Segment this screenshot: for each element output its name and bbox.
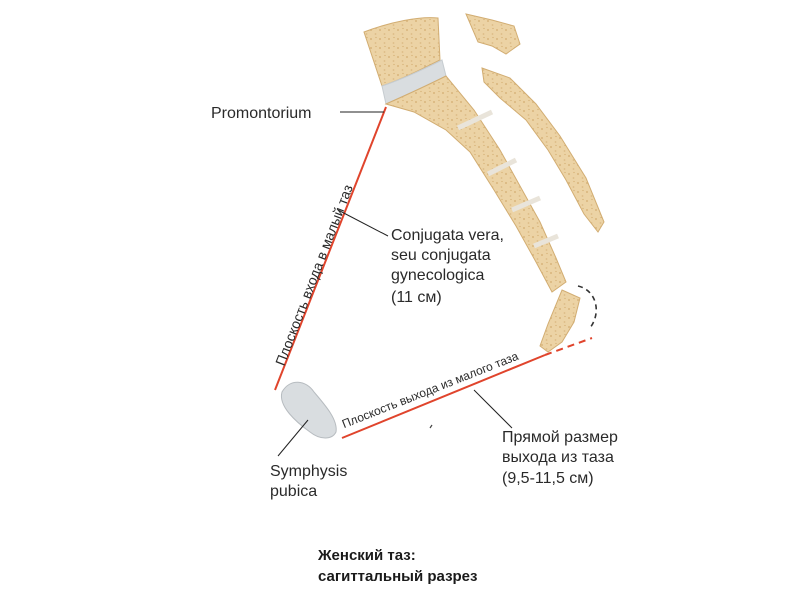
figure-caption: Женский таз: сагиттальный разрез bbox=[318, 545, 478, 587]
symphysis-label-line-1: Symphysis bbox=[270, 463, 348, 480]
caption-line-1: Женский таз: bbox=[318, 547, 416, 564]
outlet-size-line-1: Прямой размер bbox=[502, 429, 618, 446]
vertebral-arch-fragment bbox=[465, 13, 521, 55]
promontorium-label: Promontorium bbox=[211, 105, 312, 122]
outlet-size-line-3: (9,5-11,5 см) bbox=[502, 470, 594, 487]
conjugata-line-2: seu conjugata bbox=[391, 247, 491, 264]
conjugata-line-4: (11 см) bbox=[391, 289, 442, 306]
outlet-plane-dashed-line bbox=[544, 337, 593, 356]
symphysis-pointer bbox=[277, 419, 309, 457]
symphysis-pubica-shape bbox=[280, 381, 337, 439]
outlet-size-line-2: выхода из таза bbox=[502, 449, 614, 466]
outlet-plane-line bbox=[341, 354, 546, 439]
conjugata-pointer bbox=[337, 209, 389, 237]
inlet-plane-line bbox=[274, 106, 387, 391]
sacral-crest bbox=[481, 67, 605, 233]
conjugata-line-3: gynecologica bbox=[391, 267, 485, 284]
coccyx-movement-arc bbox=[577, 285, 598, 329]
coccyx bbox=[539, 289, 581, 353]
caption-line-2: сагиттальный разрез bbox=[318, 568, 478, 585]
conjugata-line-1: Conjugata vera, bbox=[391, 227, 504, 244]
symphysis-label-line-2: pubica bbox=[270, 483, 318, 500]
outlet-size-pointer bbox=[473, 389, 513, 429]
